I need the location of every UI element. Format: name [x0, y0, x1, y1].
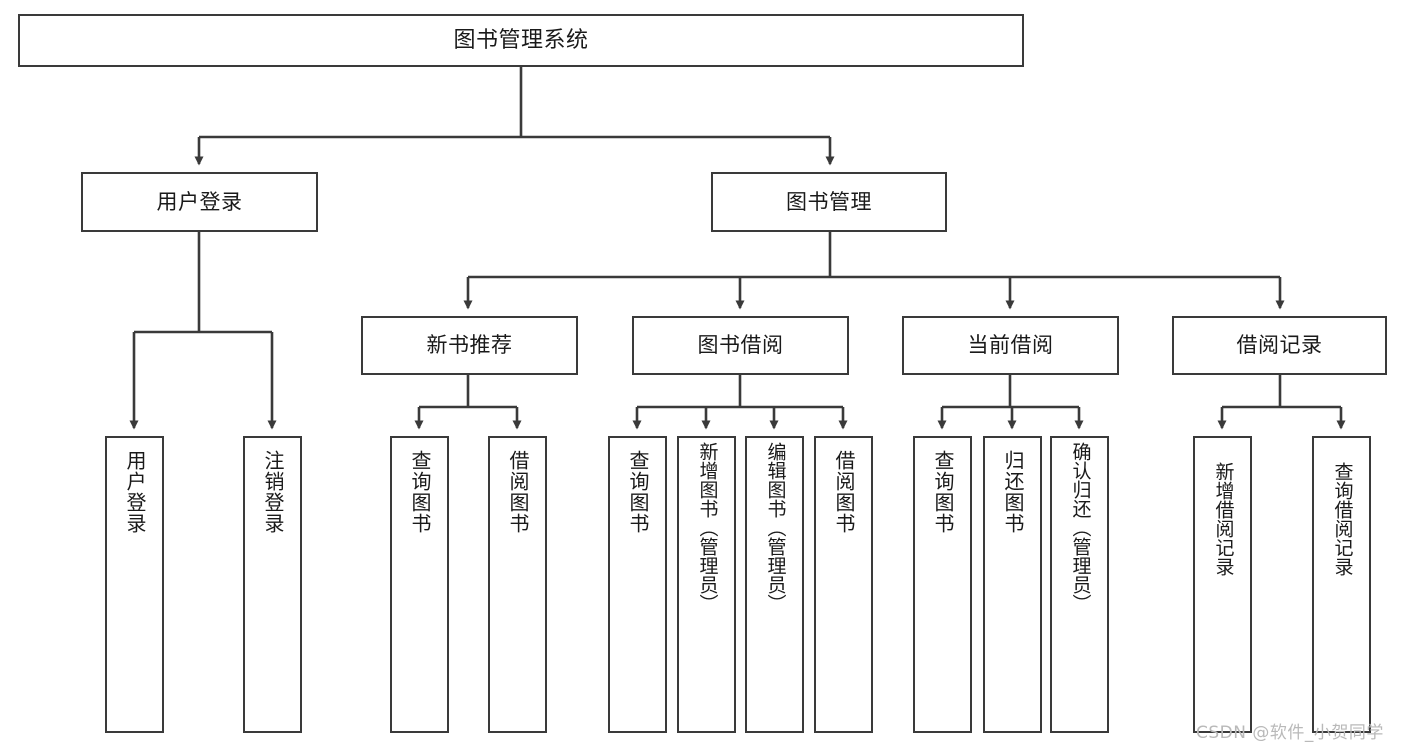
- node-leaf-query-book-2-label: 查询图书: [626, 450, 650, 534]
- node-leaf-query-book-3-label: 查询图书: [931, 450, 955, 534]
- node-root-label: 图书管理系统: [453, 27, 589, 53]
- node-leaf-logout-label: 注销登录: [261, 450, 285, 534]
- node-leaf-borrow-book-2-label: 借阅图书: [832, 450, 856, 534]
- node-current-borrow-label: 当前借阅: [967, 333, 1054, 358]
- node-leaf-borrow-book-1-label: 借阅图书: [506, 450, 530, 534]
- node-leaf-add-record-label: 新增借阅记录: [1212, 462, 1235, 576]
- node-borrow-record[interactable]: 借阅记录: [1172, 316, 1387, 375]
- node-leaf-confirm-return[interactable]: 确认归还（管理员）: [1050, 436, 1109, 733]
- node-root[interactable]: 图书管理系统: [18, 14, 1024, 67]
- node-leaf-return-book[interactable]: 归还图书: [983, 436, 1042, 733]
- node-book-borrow-label: 图书借阅: [697, 333, 784, 358]
- node-leaf-confirm-return-label: 确认归还（管理员）: [1069, 442, 1092, 613]
- node-current-borrow[interactable]: 当前借阅: [902, 316, 1119, 375]
- node-book-borrow[interactable]: 图书借阅: [632, 316, 849, 375]
- node-leaf-return-book-label: 归还图书: [1001, 450, 1025, 534]
- node-leaf-add-book-label: 新增图书（管理员）: [696, 442, 719, 613]
- csdn-watermark: CSDN @软件_小贺同学: [1196, 723, 1384, 743]
- node-new-book-rec[interactable]: 新书推荐: [361, 316, 578, 375]
- node-leaf-query-book-1[interactable]: 查询图书: [390, 436, 449, 733]
- node-leaf-logout[interactable]: 注销登录: [243, 436, 302, 733]
- node-leaf-add-book[interactable]: 新增图书（管理员）: [677, 436, 736, 733]
- node-leaf-borrow-book-1[interactable]: 借阅图书: [488, 436, 547, 733]
- node-leaf-edit-book[interactable]: 编辑图书（管理员）: [745, 436, 804, 733]
- node-leaf-query-record-label: 查询借阅记录: [1331, 462, 1354, 576]
- node-book-manage-label: 图书管理: [786, 189, 872, 214]
- node-user-login[interactable]: 用户登录: [81, 172, 318, 232]
- node-leaf-user-login[interactable]: 用户登录: [105, 436, 164, 733]
- node-leaf-add-record[interactable]: 新增借阅记录: [1193, 436, 1252, 733]
- node-leaf-query-book-2[interactable]: 查询图书: [608, 436, 667, 733]
- node-leaf-query-record[interactable]: 查询借阅记录: [1312, 436, 1371, 733]
- node-leaf-query-book-1-label: 查询图书: [408, 450, 432, 534]
- node-leaf-borrow-book-2[interactable]: 借阅图书: [814, 436, 873, 733]
- node-borrow-record-label: 借阅记录: [1236, 333, 1323, 358]
- node-leaf-edit-book-label: 编辑图书（管理员）: [764, 442, 787, 613]
- node-leaf-user-login-label: 用户登录: [123, 450, 147, 534]
- node-leaf-query-book-3[interactable]: 查询图书: [913, 436, 972, 733]
- node-new-book-rec-label: 新书推荐: [426, 333, 513, 358]
- node-user-login-label: 用户登录: [156, 189, 243, 214]
- node-book-manage[interactable]: 图书管理: [711, 172, 947, 232]
